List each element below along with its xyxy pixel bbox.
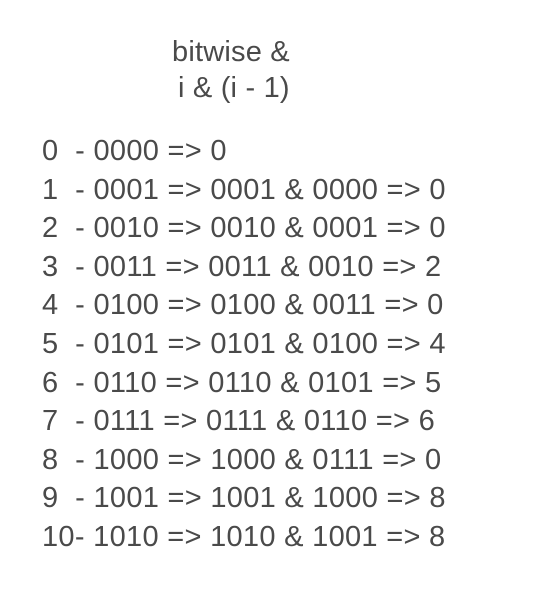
row-6: 6 - 0110 => 0110 & 0101 => 5 [42,366,442,399]
row-9: 9 - 1001 => 1001 & 1000 => 8 [42,482,446,515]
title-line-2: i & (i - 1) [178,72,290,104]
title-block: bitwise & i & (i - 1) [172,34,372,106]
title-line-1: bitwise & [172,36,290,68]
row-3: 3 - 0011 => 0011 & 0010 => 2 [42,250,442,283]
row-0: 0 - 0000 => 0 [42,135,227,167]
row-4: 4 - 0100 => 0100 & 0011 => 0 [42,289,444,322]
row-5: 5 - 0101 => 0101 & 0100 => 4 [42,327,446,360]
row-10: 10- 1010 => 1010 & 1001 => 8 [42,520,446,553]
row-8: 8 - 1000 => 1000 & 0111 => 0 [42,443,442,476]
row-1: 1 - 0001 => 0001 & 0000 => 0 [42,173,446,206]
row-2: 2 - 0010 => 0010 & 0001 => 0 [42,212,446,245]
bitwise-table: 0 - 0000 => 0 1 - 0001 => 0001 & 0000 =>… [42,132,522,557]
row-7: 7 - 0111 => 0111 & 0110 => 6 [42,405,435,438]
